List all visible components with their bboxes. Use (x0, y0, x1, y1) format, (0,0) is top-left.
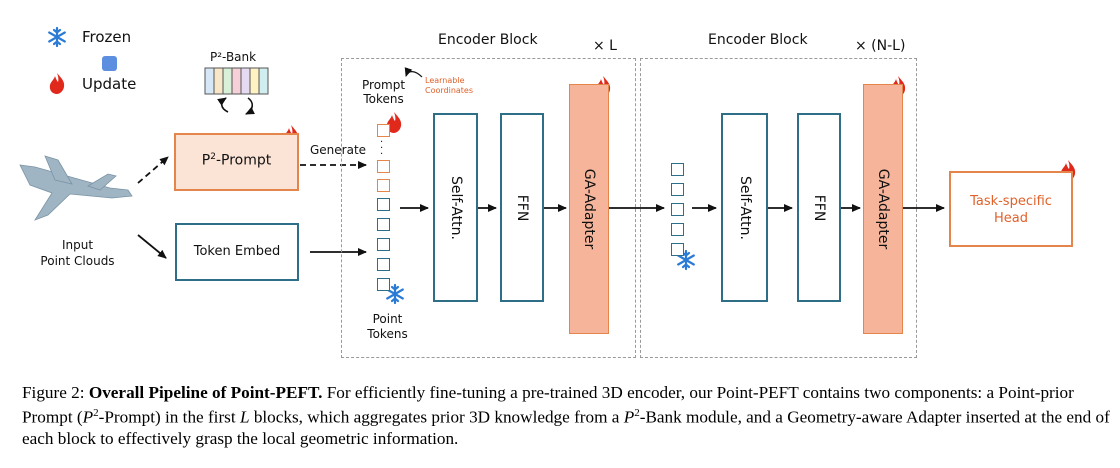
ga-adapter-block-1: GA-Adapter (569, 84, 609, 334)
arrow-input-to-prompt (137, 156, 169, 184)
bank-cycle-arrow-left (217, 97, 229, 113)
ffn-label: FFN (811, 194, 827, 221)
point-token (377, 238, 390, 251)
ffn-label: FFN (514, 194, 530, 221)
self-attn-block-1: Self-Attn. (433, 113, 478, 302)
encoder-block-2-repeat: × (N-L) (855, 38, 906, 54)
ga-adapter-label: GA-Adapter (875, 168, 891, 250)
p2-bank-cells (204, 67, 269, 95)
token-embed-box: Token Embed (175, 223, 299, 281)
ffn-block-1: FFN (500, 113, 544, 302)
translate-badge-icon (102, 56, 117, 71)
self-attn-label: Self-Attn. (447, 175, 464, 240)
prompt-token (377, 160, 390, 173)
point-token (377, 218, 390, 231)
ga-adapter-label: GA-Adapter (581, 168, 597, 250)
token-embed-label: Token Embed (193, 244, 281, 259)
point-token (377, 258, 390, 271)
frozen-legend-icon (48, 26, 66, 48)
update-legend-icon (49, 73, 65, 94)
ffn-block-2: FFN (797, 113, 841, 302)
generate-label: Generate (310, 143, 367, 157)
diagram-graphics (19, 26, 1076, 305)
ga-adapter-block-2: GA-Adapter (863, 84, 903, 334)
token-ellipsis: ··· (380, 137, 384, 160)
legend-update-label: Update (82, 75, 137, 93)
bank-cycle-arrow-right (245, 97, 255, 115)
learnable-arrow (404, 67, 423, 78)
p2-prompt-label: P2-Prompt (201, 152, 272, 169)
token (671, 243, 684, 256)
encoder-block-2 (640, 58, 917, 358)
token (671, 163, 684, 176)
prompt-token (377, 124, 390, 137)
encoder-block-1 (341, 58, 636, 358)
self-attn-block-2: Self-Attn. (721, 113, 768, 302)
point-token (377, 198, 390, 211)
token (671, 223, 684, 236)
encoder-block-2-title: Encoder Block (708, 32, 808, 48)
prompt-token (377, 179, 390, 192)
arrow-input-to-embed (137, 234, 167, 259)
figure-caption: Figure 2: Overall Pipeline of Point-PEFT… (22, 383, 1110, 448)
point-cloud-airplane (19, 155, 133, 221)
token (671, 183, 684, 196)
point-token (377, 278, 390, 291)
p2-prompt-box: P2-Prompt (174, 133, 299, 191)
encoder-block-1-repeat: × L (593, 38, 617, 54)
p2-bank-label: P²-Bank (210, 50, 257, 64)
self-attn-label: Self-Attn. (736, 175, 753, 240)
encoder-block-1-title: Encoder Block (438, 32, 538, 48)
legend-frozen-label: Frozen (82, 28, 132, 46)
token (671, 203, 684, 216)
